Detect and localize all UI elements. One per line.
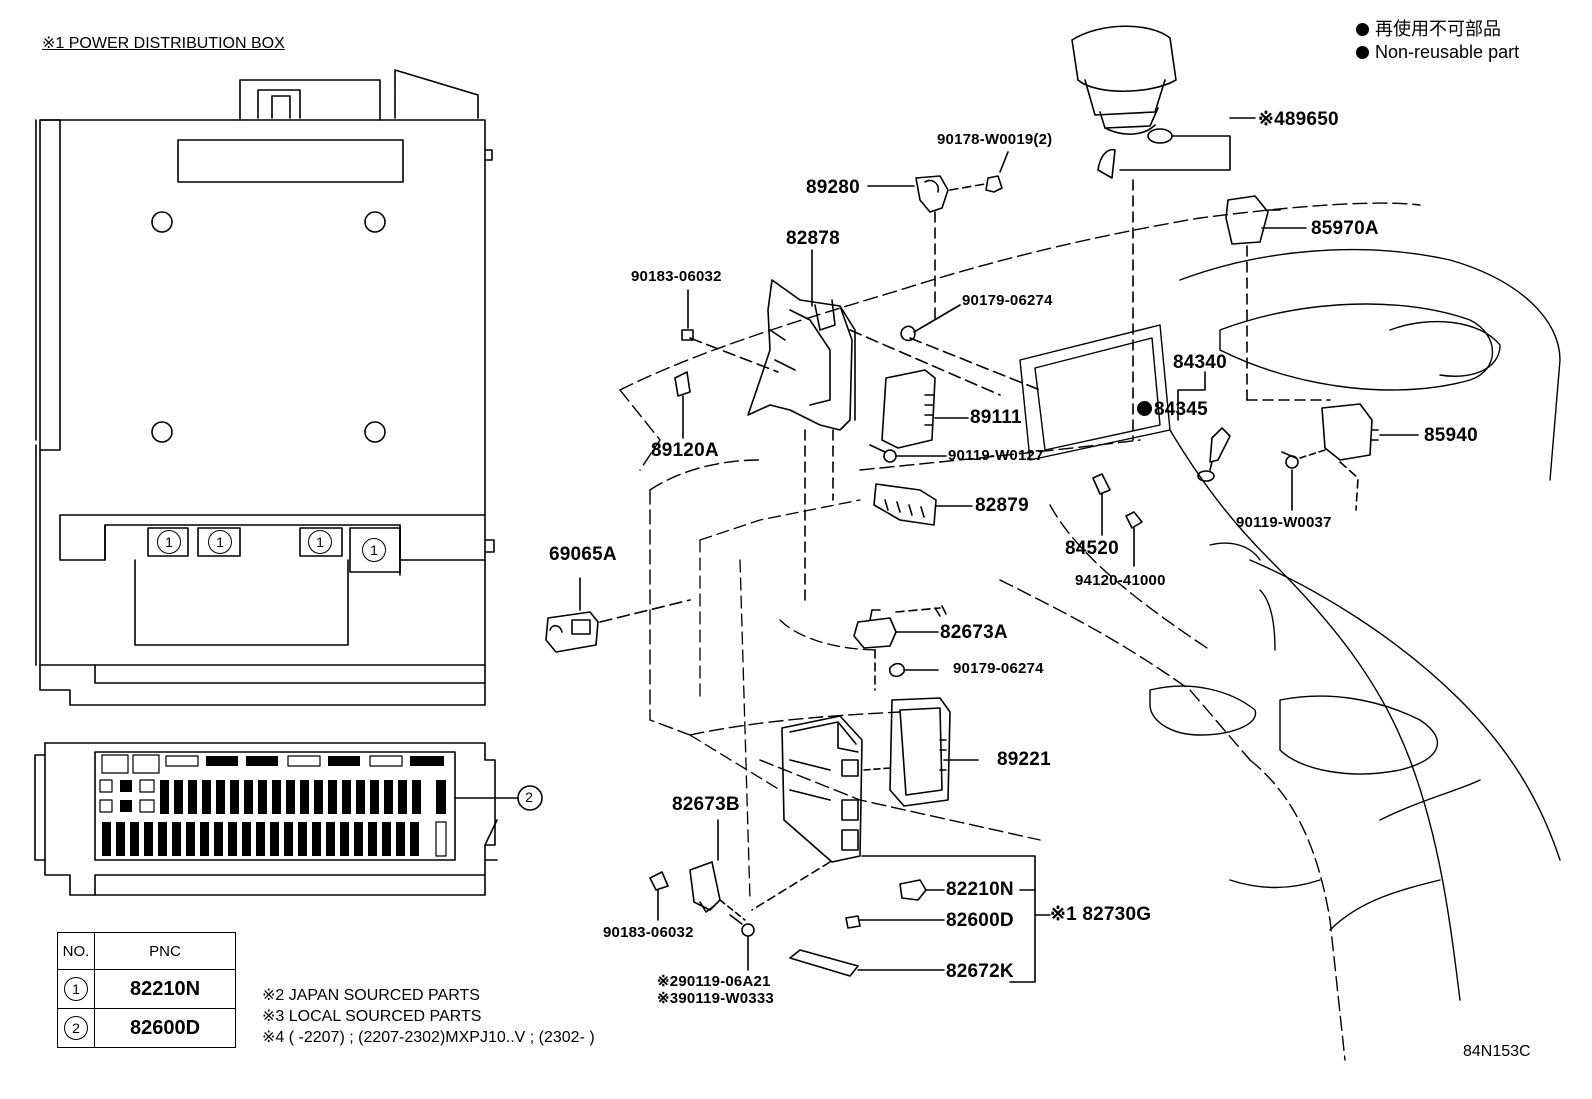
part-89111-drawing — [881, 304, 1041, 449]
parts-84340-84345-drawing — [1092, 371, 1231, 567]
label-90179-06274-top: 90179-06274 — [962, 292, 1053, 309]
label-90179-06274-mid: 90179-06274 — [953, 660, 1044, 677]
label-90119-W0333: ※390119-W0333 — [657, 990, 774, 1007]
part-69065A-drawing — [545, 577, 691, 653]
label-89280: 89280 — [806, 177, 860, 198]
part-82673A-drawing — [853, 605, 947, 691]
connector-marker: 2 — [525, 789, 533, 805]
part-85940-drawing — [1281, 403, 1419, 511]
row-no-cell: 1 — [57, 969, 95, 1009]
label-90183-06032-top: 90183-06032 — [631, 268, 722, 285]
label-82879: 82879 — [975, 495, 1029, 516]
note-production-period: ※4 ( -2207) ; (2207-2302)MXPJ10..V ; (23… — [262, 1029, 595, 1046]
label-84520: 84520 — [1065, 538, 1119, 559]
note-local-sourced: ※3 LOCAL SOURCED PARTS — [262, 1008, 482, 1025]
junction-block-subparts — [789, 879, 945, 977]
label-82600D: 82600D — [946, 910, 1014, 931]
note-japan-sourced: ※2 JAPAN SOURCED PARTS — [262, 987, 480, 1004]
label-94120-41000: 94120-41000 — [1075, 572, 1166, 589]
label-85940: 85940 — [1424, 425, 1478, 446]
label-84340: 84340 — [1173, 352, 1227, 373]
fuse-marker: 1 — [157, 530, 181, 554]
fuse-marker: 1 — [208, 530, 232, 554]
label-89221: 89221 — [997, 749, 1051, 770]
label-82672K: 82672K — [946, 961, 1014, 982]
part-82879-drawing — [873, 483, 973, 526]
label-89650: ※489650 — [1258, 109, 1339, 130]
label-85970A: 85970A — [1311, 218, 1379, 239]
fuse-marker: 1 — [308, 530, 332, 554]
non-reusable-dot-icon — [1137, 401, 1152, 416]
fuse-marker: 1 — [362, 538, 386, 562]
part-89650-drawing — [1071, 25, 1256, 441]
dashboard-outline — [619, 202, 1421, 1061]
part-89221-drawing — [889, 697, 979, 807]
label-82730G: ※1 82730G — [1050, 904, 1152, 925]
table-row: 2 82600D — [57, 1008, 236, 1048]
table-header-row: NO. PNC — [57, 932, 236, 970]
label-84345: 84345 — [1137, 400, 1208, 419]
label-82673A: 82673A — [940, 622, 1008, 643]
label-82673B: 82673B — [672, 794, 740, 815]
fuse-slots — [99, 754, 447, 857]
power-distribution-box-side-view — [34, 742, 543, 896]
part-85970A-drawing — [1225, 195, 1331, 401]
table-row: 1 82210N — [57, 969, 236, 1009]
part-82673B-drawing — [649, 819, 755, 971]
label-90119-06A21: ※290119-06A21 — [657, 973, 771, 990]
label-82878: 82878 — [786, 228, 840, 249]
power-distribution-box-top-view — [35, 69, 495, 706]
legend-jp: 再使用不可部品 — [1356, 20, 1501, 38]
power-distribution-box-title: ※1 POWER DISTRIBUTION BOX — [42, 35, 285, 52]
label-69065A: 69065A — [549, 544, 617, 565]
label-90183-06032-bottom: 90183-06032 — [603, 924, 694, 941]
part-89280-drawing — [867, 151, 1009, 321]
small-clips-top — [674, 289, 694, 439]
row-pnc-cell: 82600D — [94, 1008, 236, 1048]
row-pnc-cell: 82210N — [94, 969, 236, 1009]
pnc-table: NO. PNC 1 82210N 2 82600D — [57, 932, 236, 1048]
dashboard-solid — [1019, 248, 1561, 1001]
label-82210N: 82210N — [946, 879, 1014, 900]
part-82878-drawing — [689, 249, 1001, 601]
row-no-cell: 2 — [57, 1008, 95, 1048]
non-reusable-dot-icon — [1356, 23, 1369, 36]
label-90178-W0019: 90178-W0019(2) — [937, 131, 1053, 148]
label-90119-W0037: 90119-W0037 — [1236, 514, 1332, 531]
non-reusable-dot-icon — [1356, 46, 1369, 59]
screw-90119-W0127 — [869, 444, 947, 463]
legend-en: Non-reusable part — [1356, 43, 1519, 61]
part-82730G-drawing — [751, 715, 1051, 983]
phantom-links — [689, 499, 881, 901]
header-no: NO. — [57, 932, 95, 970]
diagram-code: 84N153C — [1463, 1043, 1531, 1060]
label-90119-W0127: 90119-W0127 — [948, 447, 1044, 464]
label-89120A: 89120A — [651, 440, 719, 461]
header-pnc: PNC — [94, 932, 236, 970]
label-89111: 89111 — [970, 407, 1022, 428]
